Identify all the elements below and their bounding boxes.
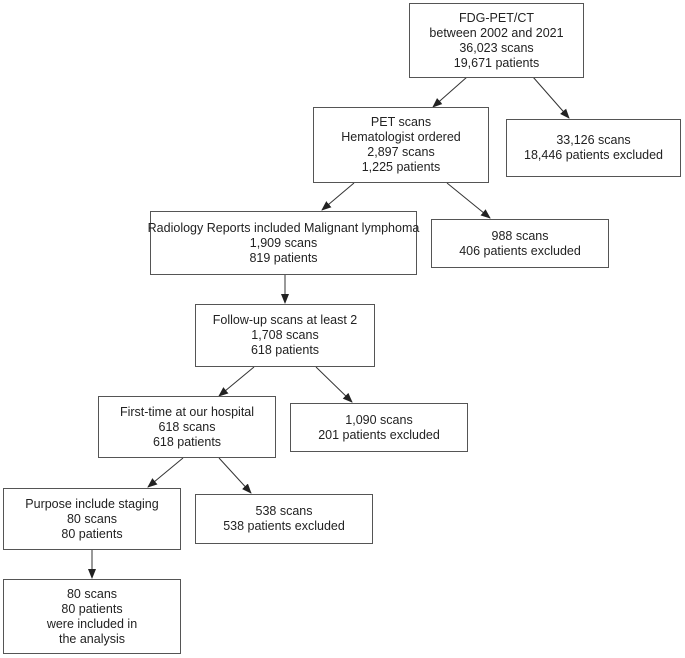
box-root-line: 19,671 patients [453,55,540,70]
box-first-time: First-time at our hospital 618 scans 618… [98,396,276,458]
box-malignant-lymphoma-line: Radiology Reports included Malignant lym… [147,220,420,235]
box-pet-scans: PET scans Hematologist ordered 2,897 sca… [313,107,489,183]
box-first-time-line: 618 patients [152,434,222,449]
box-pet-scans-line: PET scans [370,115,432,129]
box-final-analysis: 80 scans 80 patients were included in th… [3,579,181,654]
box-final-analysis-line: 80 patients [61,601,123,616]
box-pet-scans-line: 1,225 patients [361,160,441,174]
box-excluded-4: 538 scans 538 patients excluded [195,494,373,544]
box-excluded-1: 33,126 scans 18,446 patients excluded [506,119,681,177]
box-excluded-3-line: 201 patients excluded [318,427,440,442]
box-first-time-line: First-time at our hospital [119,404,255,419]
arrow-root-to-excl1 [532,76,570,119]
box-excluded-1-line: 18,446 patients excluded [524,148,663,162]
box-excluded-2: 988 scans 406 patients excluded [431,219,609,268]
box-final-analysis-line: the analysis [58,631,125,646]
box-malignant-lymphoma-line: 819 patients [249,250,318,265]
arrow-root-to-pet [432,76,468,108]
arrow-followup-to-firsttime [218,366,255,397]
box-excluded-1-line: 33,126 scans [556,133,631,147]
box-excluded-2-line: 988 scans [491,228,549,243]
arrow-pet-to-lymphoma [321,182,355,211]
box-malignant-lymphoma-line: 1,909 scans [249,235,318,250]
box-excluded-3: 1,090 scans 201 patients excluded [290,403,468,452]
box-excluded-4-line: 538 scans [255,504,313,518]
box-excluded-4-line: 538 patients excluded [223,519,345,533]
box-root: FDG-PET/CT between 2002 and 2021 36,023 … [409,3,584,78]
box-malignant-lymphoma: Radiology Reports included Malignant lym… [147,211,420,275]
box-pet-scans-line: Hematologist ordered [341,130,461,144]
box-excluded-2-line: 406 patients excluded [459,243,581,258]
box-root-line: 36,023 scans [459,40,534,55]
box-excluded-3-line: 1,090 scans [345,412,413,427]
arrow-firsttime-to-staging [147,457,184,488]
arrow-followup-to-excl3 [315,366,353,403]
box-staging-line: Purpose include staging [25,496,159,511]
box-follow-up-line: 1,708 scans [251,328,319,342]
box-final-analysis-line: 80 scans [66,586,118,601]
box-staging-line: 80 patients [61,526,123,541]
box-follow-up: Follow-up scans at least 2 1,708 scans 6… [195,304,375,367]
box-staging: Purpose include staging 80 scans 80 pati… [3,488,181,550]
box-root-line: FDG-PET/CT [459,10,534,25]
box-final-analysis-line: were included in [46,616,138,631]
box-pet-scans-line: 2,897 scans [367,145,435,159]
box-follow-up-line: Follow-up scans at least 2 [212,313,358,327]
box-first-time-line: 618 scans [158,419,216,434]
box-follow-up-line: 618 patients [250,343,320,357]
arrow-pet-to-excl2 [446,182,491,219]
arrow-firsttime-to-excl4 [218,457,252,494]
box-root-line: between 2002 and 2021 [429,25,564,40]
box-staging-line: 80 scans [66,511,118,526]
